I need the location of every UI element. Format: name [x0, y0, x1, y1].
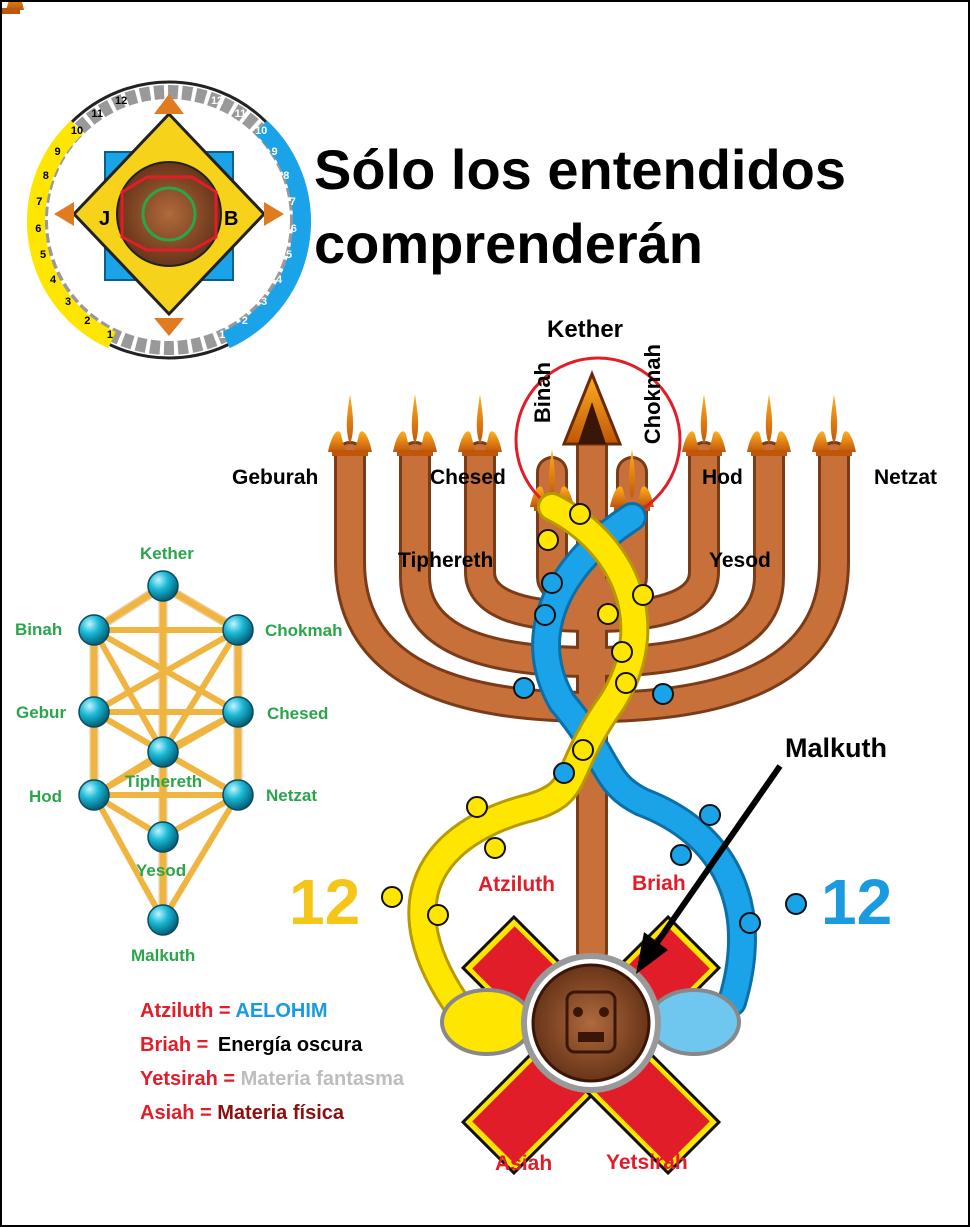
left-ring-number: 9 — [54, 146, 61, 159]
right-ring-number: 7 — [289, 196, 296, 209]
tree-label-yesod: Yesod — [136, 861, 187, 880]
label-yesod: Yesod — [709, 549, 771, 572]
left-ring-number: 12 — [115, 95, 128, 108]
number-twelve-right: 12 — [821, 866, 893, 938]
right-ring-number: 11 — [234, 107, 247, 120]
right-ring-number: 10 — [255, 125, 268, 138]
tree-label-binah: Binah — [15, 620, 63, 639]
label-chokmah: Chokmah — [640, 344, 665, 445]
label-chesed: Chesed — [430, 466, 506, 489]
label-binah: Binah — [530, 362, 555, 424]
right-ring-number: 6 — [290, 222, 297, 235]
world-label-yetsirah: Yetsirah — [606, 1151, 688, 1174]
emblem-letter-b: B — [224, 208, 239, 230]
tree-label-hod: Hod — [29, 787, 63, 806]
legend-key: Yetsirah = — [140, 1068, 236, 1090]
tree-label-kether: Kether — [140, 544, 194, 563]
serpent-dots — [381, 503, 807, 934]
aztec-cross — [440, 914, 741, 1176]
legend-row-briah: Briah = Energía oscura — [140, 1034, 362, 1057]
left-ring-number: 2 — [84, 314, 91, 327]
legend-row-asiah: Asiah = Materia física — [140, 1102, 344, 1125]
left-ring-number: 8 — [42, 170, 49, 183]
page-title-line-2: comprenderán — [314, 212, 703, 275]
world-label-atziluth: Atziluth — [478, 873, 555, 896]
right-ring-number: 8 — [283, 170, 290, 183]
right-ring-number: 1 — [219, 329, 226, 342]
malkuth-arrow — [636, 764, 783, 974]
label-kether: Kether — [547, 316, 624, 343]
legend-row-yetsirah: Yetsirah = Materia fantasma — [140, 1068, 404, 1091]
emblem-letter-j: J — [99, 208, 111, 230]
tree-spheres — [78, 570, 254, 936]
masonic-emblem — [27, 80, 311, 360]
right-ring-number: 12 — [210, 95, 224, 108]
left-ring-number: 4 — [49, 274, 57, 287]
legend-key: Briah = — [140, 1034, 209, 1056]
legend-value: Energía oscura — [217, 1034, 363, 1056]
left-ring-number: 3 — [64, 296, 72, 309]
label-tiphereth: Tiphereth — [398, 549, 494, 572]
right-ring-number: 2 — [241, 314, 248, 327]
legend-value: Materia fantasma — [240, 1068, 405, 1090]
tree-label-gebur: Gebur — [16, 703, 67, 722]
right-ring-number: 9 — [271, 146, 278, 159]
tree-label-chokmah: Chokmah — [265, 621, 343, 640]
legend-value: AELOHIM — [235, 1000, 328, 1022]
left-ring-number: 1 — [106, 329, 113, 342]
tree-label-netzat: Netzat — [266, 786, 318, 805]
left-ring-number: 11 — [91, 107, 104, 120]
left-ring-number: 6 — [35, 222, 42, 235]
legend-value: Materia física — [217, 1102, 344, 1124]
left-ring-number: 10 — [70, 125, 84, 138]
menorah-flames — [2, 2, 856, 511]
legend-key: Atziluth = — [140, 1000, 231, 1022]
label-hod: Hod — [702, 466, 743, 489]
blue-serpent — [531, 502, 757, 1017]
world-label-asiah: Asiah — [495, 1152, 553, 1175]
world-label-briah: Briah — [632, 872, 686, 895]
legend-row-atziluth: Atziluth = AELOHIM — [140, 1000, 328, 1023]
right-ring-number: 5 — [286, 249, 293, 262]
label-netzat: Netzat — [874, 466, 938, 489]
tree-label-chesed: Chesed — [267, 704, 329, 723]
label-geburah: Geburah — [232, 466, 319, 489]
right-ring-number: 3 — [261, 296, 268, 309]
tree-label-malkuth: Malkuth — [131, 946, 196, 965]
label-malkuth: Malkuth — [785, 733, 888, 763]
number-twelve-left: 12 — [289, 866, 361, 938]
left-ring-number: 5 — [39, 249, 47, 262]
page-title-line-1: Sólo los entendidos — [314, 138, 847, 201]
right-ring-number: 4 — [276, 274, 283, 287]
left-ring-number: 7 — [36, 196, 43, 209]
tree-label-tiphereth: Tiphereth — [125, 772, 203, 791]
legend-key: Asiah = — [140, 1102, 212, 1124]
